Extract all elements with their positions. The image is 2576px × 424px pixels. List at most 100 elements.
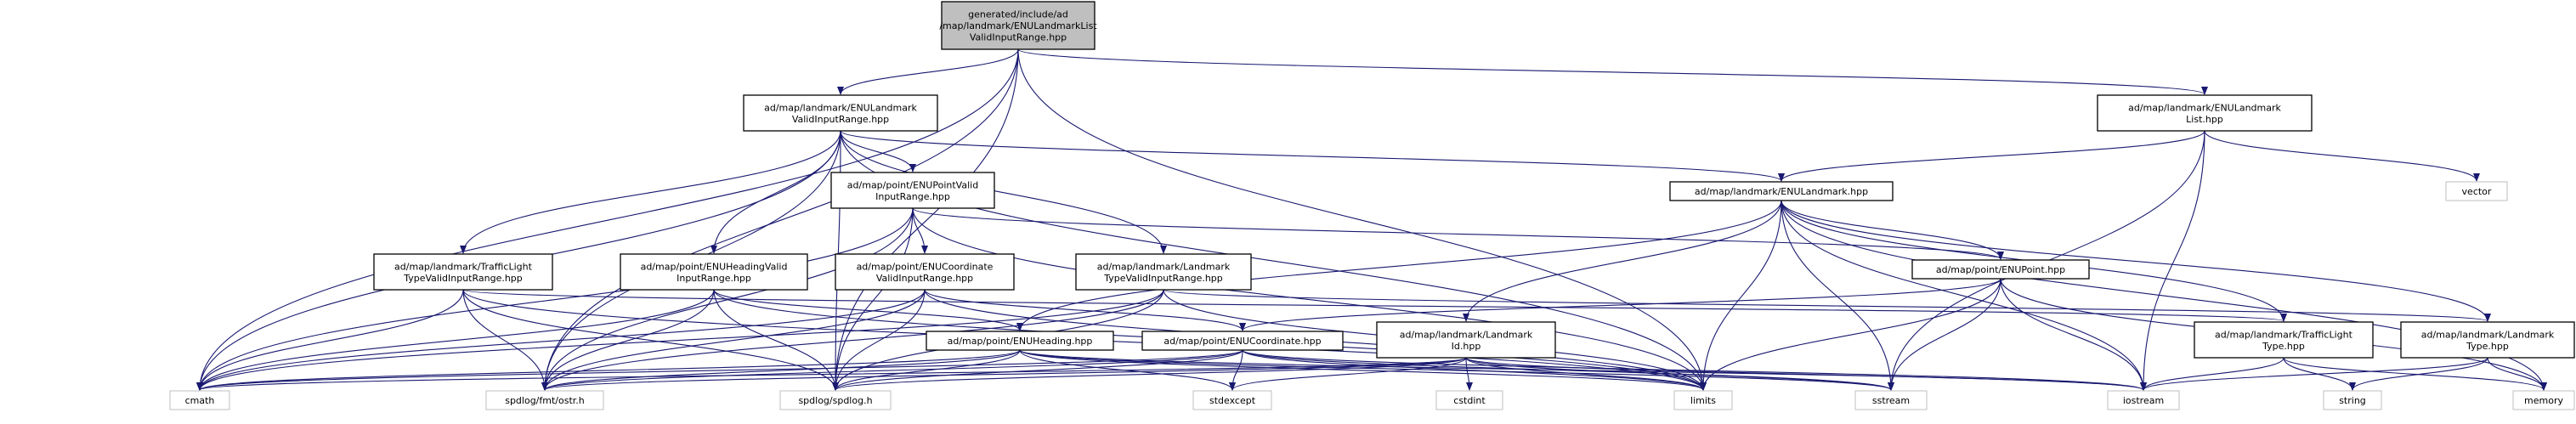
node-box: [620, 253, 808, 291]
edge-enuLandmarkList-to-vector: [2204, 130, 2480, 182]
edge-enuLandmark-to-landmarkType: [1781, 200, 2491, 322]
edge-root-to-spdlog: [832, 48, 1019, 391]
node-label-line: ad/map/landmark/ENULandmark: [2128, 102, 2281, 113]
edge-enuHeading-to-cmath: [196, 349, 1021, 391]
edge-landmarkId-to-stdexcept: [1229, 357, 1467, 391]
node-label-line: ad/map/landmark/Landmark: [1097, 261, 1231, 272]
node-label-line: ad/map/point/ENUCoordinate: [857, 261, 994, 272]
node-label-line: List.hpp: [2186, 114, 2223, 125]
node-label-line: ad/map/point/ENUCoordinate.hpp: [1163, 336, 1321, 347]
node-label-line: ad/map/landmark/TrafficLight: [2215, 329, 2353, 340]
edge-enuLandmarkValid-to-enuLandmark: [840, 130, 1785, 182]
node-label-line: cmath: [185, 395, 215, 406]
node-enuCoordinate[interactable]: ad/map/point/ENUCoordinate.hpp: [1141, 331, 1344, 351]
node-enuLandmark[interactable]: ad/map/landmark/ENULandmark.hpp: [1669, 181, 1894, 201]
edge-enuHeadingValid-to-ostr: [541, 289, 715, 391]
node-box: [2400, 321, 2575, 359]
edge-root-to-ostr: [541, 48, 1019, 391]
node-label-line: Id.hpp: [1452, 341, 1481, 352]
edge-enuLandmarkValid-to-enuHeadingValid: [711, 130, 841, 254]
edge-landmarkType-to-memory: [2487, 357, 2547, 391]
node-box: [941, 1, 1096, 50]
node-stdexcept: stdexcept: [1192, 390, 1272, 410]
node-enuPoint[interactable]: ad/map/point/ENUPoint.hpp: [1911, 259, 2090, 280]
node-box: [926, 331, 1114, 351]
node-iostream: iostream: [2107, 390, 2180, 410]
node-box: [1075, 253, 1252, 291]
edge-enuLandmark-to-limits: [1700, 200, 1782, 391]
node-label-line: ad/map/point/ENUHeading.hpp: [948, 336, 1093, 347]
node-label-line: ValidInputRange.hpp: [792, 114, 889, 125]
node-enuLandmarkValid[interactable]: ad/map/landmark/ENULandmarkValidInputRan…: [743, 94, 938, 132]
edge-landmarkId-to-spdlog: [832, 357, 1467, 391]
edge-enuHeadingValid-to-enuHeading: [713, 289, 1023, 331]
node-label-line: sstream: [1872, 395, 1910, 406]
node-label-line: limits: [1690, 395, 1716, 406]
node-landmarkTypeValid[interactable]: ad/map/landmark/LandmarkTypeValidInputRa…: [1075, 253, 1252, 291]
node-box: [2107, 390, 2180, 410]
node-label-line: ad/map/point/ENUPointValid: [847, 179, 978, 190]
edge-enuLandmarkList-to-iostream: [2140, 130, 2205, 391]
node-box: [1435, 390, 1503, 410]
node-box: [169, 390, 230, 410]
node-string: string: [2323, 390, 2382, 410]
node-trafficLightValid[interactable]: ad/map/landmark/TrafficLightTypeValidInp…: [373, 253, 553, 291]
edge-enuLandmark-to-memory: [1781, 200, 2547, 391]
node-enuLandmarkList[interactable]: ad/map/landmark/ENULandmarkList.hpp: [2097, 94, 2313, 132]
edge-landmarkType-to-string: [2349, 357, 2488, 391]
edge-landmarkId-to-cmath: [196, 357, 1467, 391]
node-box: [1192, 390, 1272, 410]
edge-enuPoint-to-enuCoordinate: [1239, 278, 2001, 331]
edge-enuLandmark-to-enuHeading: [1016, 200, 1782, 331]
edge-enuPoint-to-limits: [1700, 278, 2001, 391]
node-ostr: spdlog/fmt/ostr.h: [485, 390, 604, 410]
edge-trafficLightValid-to-cmath: [196, 289, 464, 391]
node-label-line: spdlog/spdlog.h: [798, 395, 872, 406]
edge-enuLandmarkValid-to-enuPointValid: [840, 130, 916, 172]
node-label-line: vector: [2462, 186, 2492, 197]
node-label-line: ad/map/landmark/Landmark: [1400, 329, 1533, 340]
node-enuHeadingValid[interactable]: ad/map/point/ENUHeadingValidInputRange.h…: [620, 253, 808, 291]
edge-landmarkTypeValid-to-cmath: [196, 289, 1164, 391]
node-box: [2512, 390, 2575, 410]
node-box: [2097, 94, 2313, 132]
edge-enuHeading-to-ostr: [541, 349, 1021, 391]
node-label-line: ad/map/landmark/ENULandmark: [764, 102, 917, 113]
edge-enuHeadingValid-to-spdlog: [713, 289, 839, 391]
node-label-line: string: [2339, 395, 2366, 406]
node-label-line: iostream: [2123, 395, 2164, 406]
node-box: [2323, 390, 2382, 410]
node-label-line: ValidInputRange.hpp: [876, 273, 973, 284]
node-spdlog: spdlog/spdlog.h: [779, 390, 892, 410]
node-root[interactable]: generated/include/ad/map/landmark/ENULan…: [939, 1, 1097, 50]
edge-landmarkId-to-limits: [1465, 357, 1707, 391]
node-box: [1376, 321, 1556, 359]
node-label-line: stdexcept: [1209, 395, 1256, 406]
edge-enuCoordValid-to-ostr: [541, 289, 926, 391]
edge-landmarkId-to-iostream: [1465, 357, 2147, 391]
edge-landmarkId-to-sstream: [1465, 357, 1894, 391]
edge-enuCoordinate-to-spdlog: [832, 349, 1243, 391]
edge-enuHeadingValid-to-cmath: [196, 289, 715, 391]
edge-root-to-enuLandmarkValid: [837, 48, 1019, 95]
edge-root-to-enuLandmarkList: [1017, 48, 2208, 95]
node-label-line: ad/map/landmark/Landmark: [2421, 329, 2555, 340]
edge-enuPointValid-to-enuPoint: [912, 207, 2004, 260]
node-box: [1911, 259, 2090, 280]
node-enuHeading[interactable]: ad/map/point/ENUHeading.hpp: [926, 331, 1114, 351]
node-label-line: ad/map/point/ENUHeadingValid: [641, 261, 788, 272]
node-box: [835, 253, 1015, 291]
edge-enuLandmarkValid-to-trafficLightValid: [460, 130, 841, 254]
node-box: [1141, 331, 1344, 351]
edge-enuPoint-to-iostream: [2000, 278, 2147, 391]
node-enuCoordValid[interactable]: ad/map/point/ENUCoordinateValidInputRang…: [835, 253, 1015, 291]
node-label-line: TypeValidInputRange.hpp: [1103, 273, 1223, 284]
node-label-line: cstdint: [1453, 395, 1486, 406]
edge-enuLandmarkList-to-enuLandmark: [1778, 130, 2205, 182]
edge-landmarkId-to-cstdint: [1465, 357, 1473, 391]
